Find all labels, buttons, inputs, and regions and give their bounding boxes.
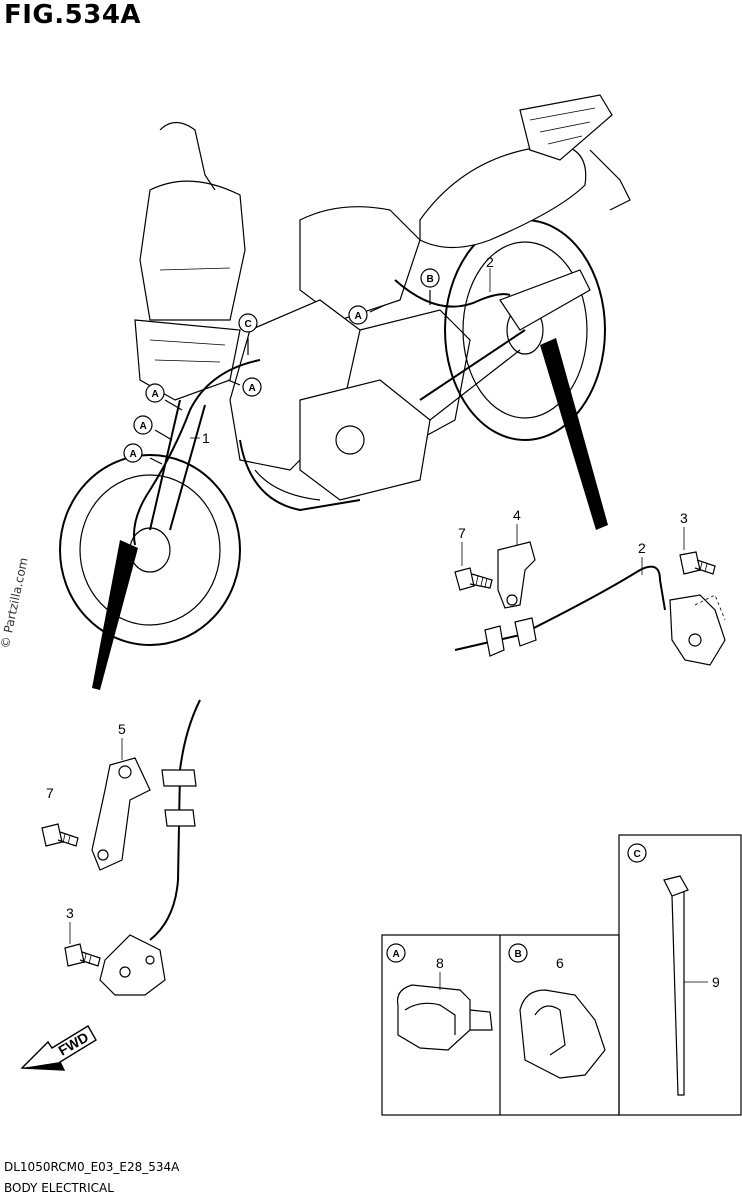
svg-text:C: C	[245, 319, 252, 330]
part-number-2: 2	[486, 254, 494, 270]
part-number-5: 5	[118, 721, 126, 737]
callout-a-box-circle: A	[386, 943, 406, 963]
callout-a-circle: A	[123, 443, 143, 463]
section-name: BODY ELECTRICAL	[4, 1181, 114, 1195]
callout-a-circle: A	[242, 377, 262, 397]
svg-text:C: C	[634, 849, 641, 860]
svg-text:A: A	[355, 311, 362, 322]
cable-tie-part-9	[663, 875, 689, 1096]
svg-text:A: A	[140, 421, 147, 432]
part-number-2: 2	[638, 540, 646, 556]
callout-c-box-circle: C	[627, 843, 647, 863]
pointer-rear-sensor	[540, 338, 608, 530]
part-number-7: 7	[46, 785, 54, 801]
callout-c-circle: C	[238, 313, 258, 333]
detail-box-c	[618, 834, 742, 1116]
clamp-part-6	[519, 989, 606, 1079]
part-number-9: 9	[712, 974, 720, 990]
svg-text:A: A	[152, 389, 159, 400]
svg-text:A: A	[249, 383, 256, 394]
callout-a-circle: A	[348, 305, 368, 325]
part-number-6: 6	[556, 955, 564, 971]
callout-b-box-circle: B	[508, 943, 528, 963]
svg-text:A: A	[393, 949, 400, 960]
front-sensor-detail	[41, 699, 201, 996]
part-number-3: 3	[680, 510, 688, 526]
svg-text:A: A	[130, 449, 137, 460]
part-number-4: 4	[513, 507, 521, 523]
part-number-8: 8	[436, 955, 444, 971]
svg-text:B: B	[427, 274, 434, 285]
callout-a-circle: A	[133, 415, 153, 435]
part-number-7: 7	[458, 525, 466, 541]
fwd-arrow-icon: FWD	[20, 1025, 97, 1071]
figure-title: FIG.534A	[4, 0, 142, 30]
part-number-1: 1	[202, 430, 210, 446]
callout-b-circle: B	[420, 268, 440, 288]
motorcycle-illustration	[59, 94, 631, 646]
part-number-3: 3	[66, 905, 74, 921]
pointer-front-sensor	[92, 540, 138, 690]
clamp-part-8	[396, 984, 493, 1051]
svg-text:B: B	[515, 949, 522, 960]
callout-a-circle: A	[145, 383, 165, 403]
model-code: DL1050RCM0_E03_E28_534A	[4, 1160, 180, 1174]
rear-sensor-detail	[454, 541, 726, 666]
